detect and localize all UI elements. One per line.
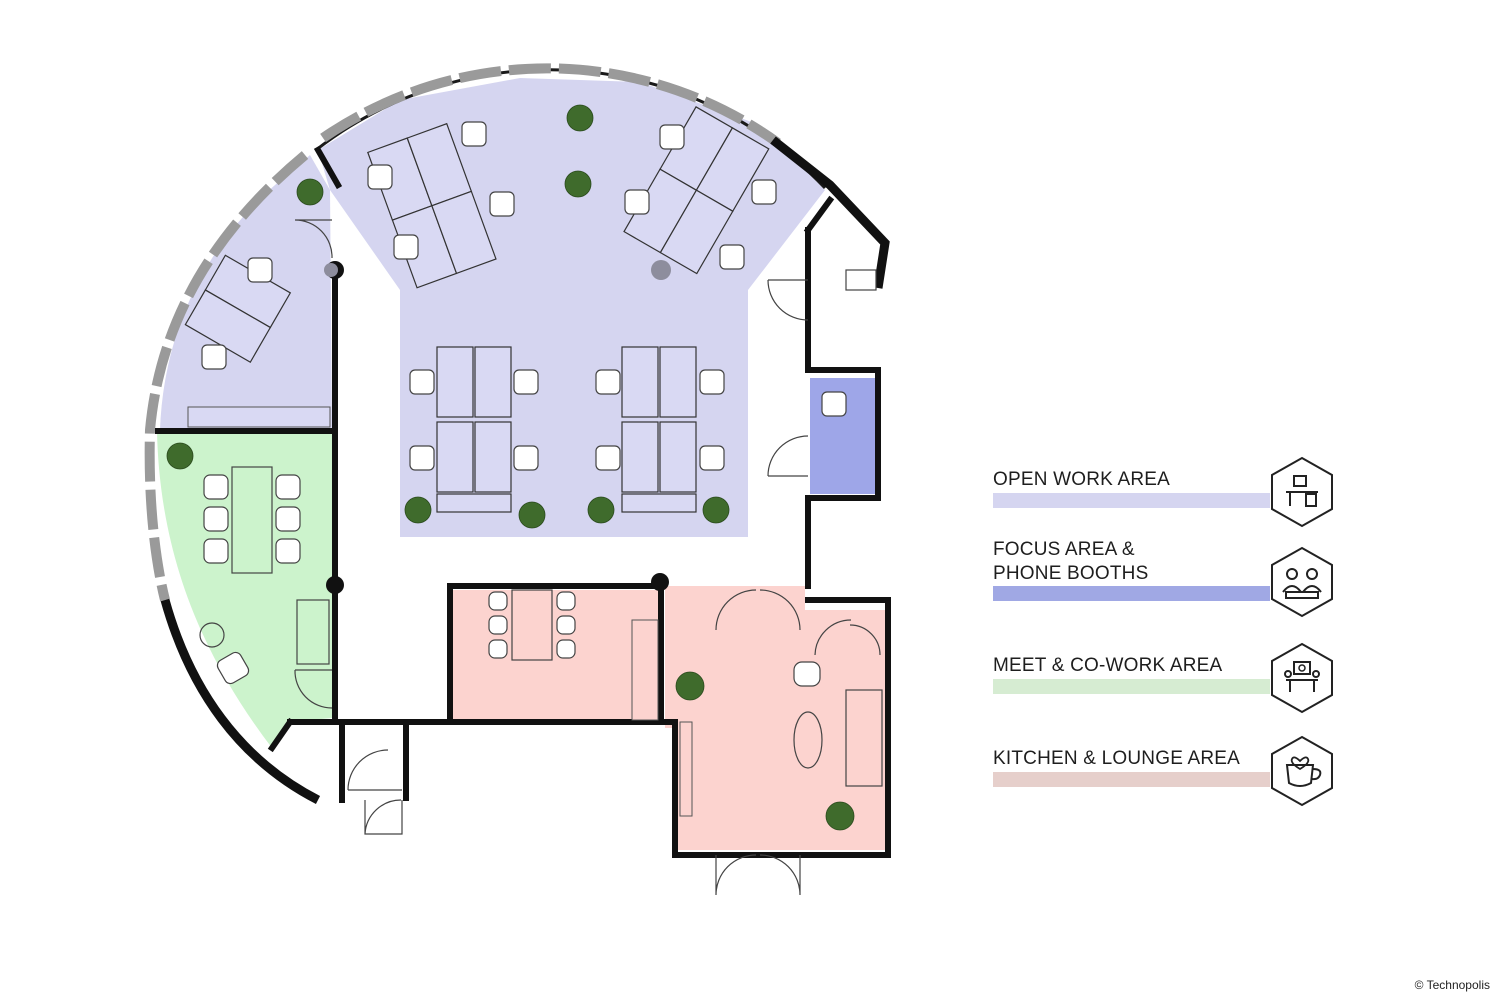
column-grey-right [651,260,671,280]
desk-cluster-top-left [367,122,497,289]
meeting-armchair [216,651,250,685]
legend-label-line: MEET & CO-WORK AREA [993,655,1223,676]
legend-label-line: PHONE BOOTHS [993,563,1149,584]
plants [166,104,855,831]
chairs [201,121,847,471]
meeting-chairs [203,474,301,564]
lounge-sofa [845,689,883,787]
people-headset-icon [1271,546,1333,618]
legend-label: MEET & CO-WORK AREA [993,654,1222,678]
bench-left-room [187,406,331,428]
legend-color-bar [993,772,1270,787]
meeting-table [231,466,273,574]
facade-wall-left-lower [160,598,321,805]
facade-windows [320,63,781,148]
lounge-coffee-table [793,711,823,769]
desk-cluster-left-room [184,254,292,363]
lounge-armchair [793,661,821,687]
legend-label-line: KITCHEN & LOUNGE AREA [993,748,1241,769]
facade-wall-right [770,136,890,289]
copyright-text: © Technopolis [1414,978,1490,992]
legend-color-bar [993,493,1270,508]
kitchen-stools [488,591,576,659]
walls [155,145,891,858]
legend-open-work: OPEN WORK AREA [993,456,1343,542]
legend-focus: FOCUS AREA & PHONE BOOTHS [993,538,1343,618]
legend-meet: MEET & CO-WORK AREA [993,642,1343,728]
legend-color-bar [993,679,1270,694]
floor-plan [144,63,891,896]
meeting-table-icon [1271,642,1333,714]
legend-label: OPEN WORK AREA [993,468,1170,492]
legend-label-line: FOCUS AREA & [993,539,1135,560]
lounge-area [665,586,885,850]
legend-label-line: OPEN WORK AREA [993,469,1171,490]
legend-kitchen: KITCHEN & LOUNGE AREA [993,735,1343,821]
doors [294,219,881,896]
facade-windows-left [144,151,309,602]
meeting-sofa [296,599,330,665]
legend-label: FOCUS AREA & PHONE BOOTHS [993,538,1148,586]
column-grey-left [324,263,338,277]
lounge-sideboard [679,721,693,817]
utility-table [845,269,877,291]
coffee-cup-heart-icon [1271,735,1333,807]
desk-cluster-top-right [623,106,770,275]
desk-cluster-center-left [436,346,512,513]
kitchen-island [511,589,553,661]
desk-cluster-center-right [621,346,697,513]
legend-color-bar [993,586,1270,601]
desk-icon [1271,456,1333,528]
kitchen-area [453,590,661,722]
kitchen-counter [631,619,659,721]
meeting-side-table [199,622,225,648]
legend-label: KITCHEN & LOUNGE AREA [993,747,1240,771]
